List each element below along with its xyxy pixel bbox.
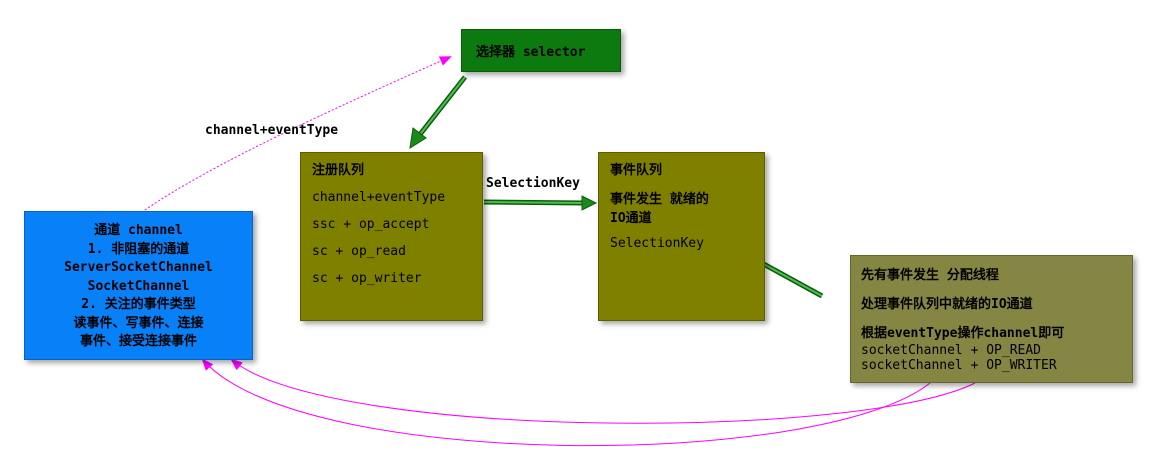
register-queue-title: 注册队列 — [312, 163, 365, 178]
selection-key-label: SelectionKey — [486, 176, 580, 191]
register-queue-item: ssc + op_accept — [312, 217, 430, 232]
event-queue-node: 事件队列 事件发生 就绪的 IO通道 SelectionKey — [598, 152, 765, 321]
event-queue-line: IO通道 — [610, 211, 652, 226]
channel-to-selector-connector — [144, 56, 452, 211]
register-queue-item: channel+eventType — [312, 190, 446, 205]
selector-to-register-arrow — [409, 75, 467, 149]
channel-line: 1. 非阻塞的通道 — [87, 241, 190, 257]
channel-line: 事件、接受连接事件 — [79, 334, 197, 349]
channel-node: 通道 channel 1. 非阻塞的通道 ServerSocketChannel… — [24, 211, 253, 360]
channel-line: 读事件、写事件、连接 — [73, 315, 204, 331]
register-queue-node: 注册队列 channel+eventType ssc + op_accept s… — [300, 152, 483, 321]
channel-line: SocketChannel — [87, 278, 190, 294]
thread-dispatch-node: 先有事件发生 分配线程 处理事件队列中就绪的IO通道 根据eventType操作… — [850, 255, 1133, 383]
event-queue-key: SelectionKey — [610, 236, 704, 251]
selector-node: 选择器 selector — [461, 29, 621, 72]
thread-line: 先有事件发生 分配线程 — [861, 268, 999, 283]
thread-to-channel-connector-inner — [230, 358, 976, 424]
channel-line: ServerSocketChannel — [64, 260, 213, 275]
register-queue-item: sc + op_read — [312, 244, 406, 259]
selector-label: 选择器 selector — [476, 45, 586, 60]
thread-to-channel-connector-outer — [201, 358, 931, 447]
event-queue-line: 事件发生 就绪的 — [610, 192, 709, 207]
channel-line: 2. 关注的事件类型 — [81, 297, 196, 312]
channel-line: 通道 channel — [94, 223, 183, 238]
event-queue-title: 事件队列 — [610, 163, 663, 178]
thread-line: socketChannel + OP_READ — [861, 343, 1042, 358]
thread-line: 处理事件队列中就绪的IO通道 — [861, 297, 1033, 312]
register-to-event-arrow — [483, 195, 598, 211]
register-queue-item: sc + op_writer — [312, 271, 422, 286]
thread-line: socketChannel + OP_WRITER — [861, 358, 1057, 373]
channel-event-label: channel+eventType — [205, 123, 339, 138]
thread-line: 根据eventType操作channel即可 — [861, 326, 1065, 341]
